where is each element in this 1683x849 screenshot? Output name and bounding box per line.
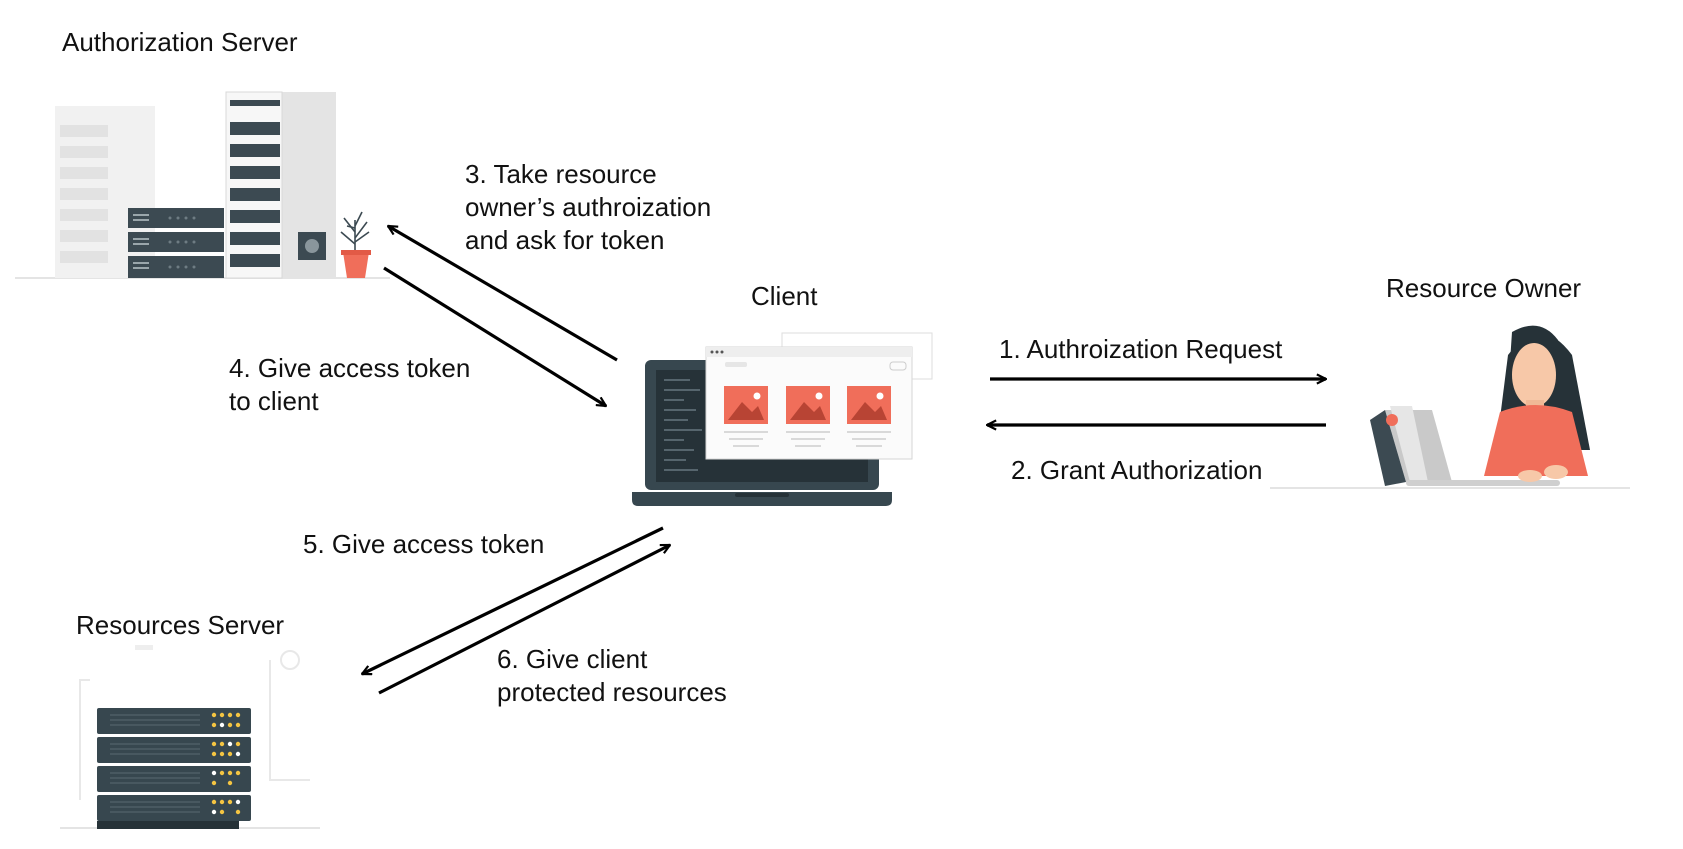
step-3-label: 3. Take resource owner’s authroization a… bbox=[465, 159, 712, 255]
resources-server-label: Resources Server bbox=[76, 610, 285, 640]
arrow-step-4 bbox=[383, 266, 606, 408]
resource-owner-label: Resource Owner bbox=[1386, 273, 1582, 303]
arrow-step-5 bbox=[362, 526, 664, 676]
arrow-step-3 bbox=[388, 224, 618, 362]
step-1-label: 1. Authroization Request bbox=[999, 334, 1283, 364]
client-laptop-illustration bbox=[632, 332, 933, 506]
arrow-step-6 bbox=[378, 543, 670, 695]
image-placeholder-icons bbox=[724, 386, 891, 424]
step-2-label: 2. Grant Authorization bbox=[1011, 455, 1263, 485]
step-6-label: 6. Give client protected resources bbox=[497, 644, 727, 707]
authorization-server-label: Authorization Server bbox=[62, 27, 298, 57]
resources-server-illustration bbox=[60, 645, 320, 829]
resource-owner-illustration bbox=[1270, 325, 1630, 489]
step-4-label: 4. Give access token to client bbox=[229, 353, 471, 416]
step-5-label: 5. Give access token bbox=[303, 529, 545, 559]
authorization-server-illustration bbox=[15, 91, 390, 279]
client-label: Client bbox=[751, 281, 818, 311]
